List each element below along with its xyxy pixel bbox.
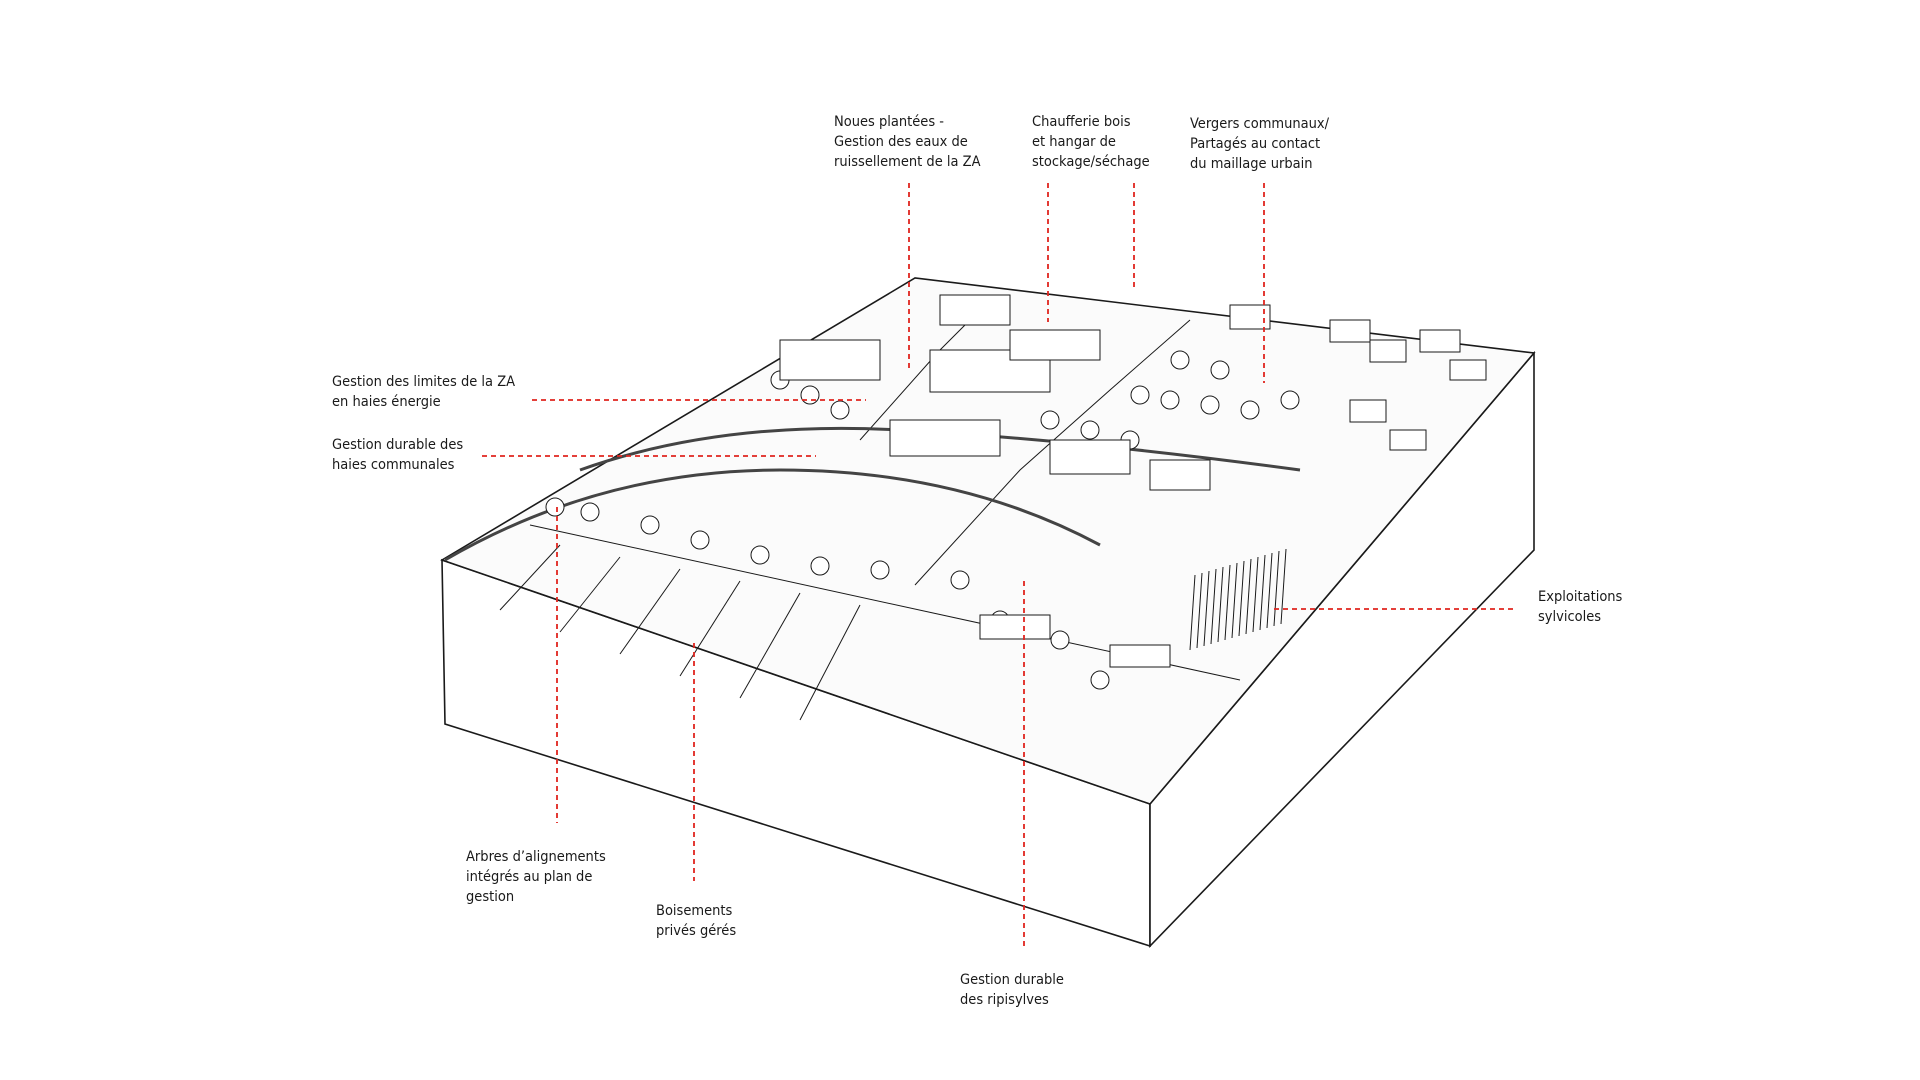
building bbox=[1349, 399, 1387, 423]
building bbox=[889, 419, 1001, 457]
tree bbox=[1240, 400, 1260, 420]
conifer-tree bbox=[1203, 570, 1210, 647]
tree bbox=[750, 545, 770, 565]
building bbox=[1329, 319, 1371, 343]
building bbox=[1149, 459, 1211, 491]
tree bbox=[1040, 410, 1060, 430]
hedge-row bbox=[444, 468, 1101, 562]
building bbox=[979, 614, 1051, 640]
building bbox=[779, 339, 881, 381]
field-boundary bbox=[619, 568, 681, 655]
block-top-face bbox=[440, 277, 1536, 805]
building bbox=[1389, 429, 1427, 451]
conifer-tree bbox=[1196, 572, 1203, 649]
label-vergers-communaux: Vergers communaux/ Partagés au contact d… bbox=[1190, 116, 1330, 172]
conifer-tree bbox=[1280, 548, 1287, 625]
tree bbox=[640, 515, 660, 535]
conifer-tree bbox=[1266, 552, 1273, 629]
field-boundary bbox=[739, 592, 801, 699]
label-boisements-prives: Boisements privés gérés bbox=[656, 903, 737, 939]
building bbox=[1049, 439, 1131, 475]
building bbox=[1009, 329, 1101, 361]
tree bbox=[545, 497, 565, 517]
conifer-tree bbox=[1217, 566, 1224, 643]
field-boundary bbox=[679, 580, 741, 677]
road bbox=[914, 319, 1191, 586]
tree bbox=[1130, 385, 1150, 405]
tree bbox=[810, 556, 830, 576]
conifer-tree bbox=[1245, 558, 1252, 635]
tree bbox=[1170, 350, 1190, 370]
label-ripisylves: Gestion durable des ripisylves bbox=[960, 972, 1064, 1008]
building bbox=[939, 294, 1011, 326]
conifer-tree bbox=[1210, 568, 1217, 645]
tree bbox=[1080, 420, 1100, 440]
conifer-tree bbox=[1231, 562, 1238, 639]
tree bbox=[1090, 670, 1110, 690]
tree bbox=[870, 560, 890, 580]
field-boundary bbox=[499, 544, 561, 611]
tree bbox=[1200, 395, 1220, 415]
tree bbox=[580, 502, 600, 522]
conifer-tree bbox=[1273, 550, 1280, 627]
building bbox=[1229, 304, 1271, 330]
tree bbox=[950, 570, 970, 590]
field-boundary bbox=[799, 604, 861, 721]
tree bbox=[1210, 360, 1230, 380]
tree bbox=[690, 530, 710, 550]
conifer-tree bbox=[1259, 554, 1266, 631]
label-limites-za: Gestion des limites de la ZA en haies én… bbox=[332, 374, 516, 410]
tree bbox=[800, 385, 820, 405]
conifer-tree bbox=[1189, 574, 1196, 651]
label-arbres-alignements: Arbres d’alignements intégrés au plan de… bbox=[466, 849, 606, 905]
field-boundary bbox=[559, 556, 621, 633]
tree bbox=[830, 400, 850, 420]
tree bbox=[1050, 630, 1070, 650]
tree bbox=[1160, 390, 1180, 410]
label-exploitations-sylvicoles: Exploitations sylvicoles bbox=[1538, 589, 1623, 625]
conifer-tree bbox=[1252, 556, 1259, 633]
building bbox=[1449, 359, 1487, 381]
building bbox=[1419, 329, 1461, 353]
label-haies-communales: Gestion durable des haies communales bbox=[332, 437, 464, 473]
label-chaufferie-bois: Chaufferie bois et hangar de stockage/sé… bbox=[1032, 114, 1150, 170]
conifer-tree bbox=[1238, 560, 1245, 637]
conifer-tree bbox=[1224, 564, 1231, 641]
building bbox=[1369, 339, 1407, 363]
tree bbox=[1280, 390, 1300, 410]
label-noues-plantees: Noues plantées - Gestion des eaux de rui… bbox=[834, 114, 981, 170]
building bbox=[1109, 644, 1171, 668]
